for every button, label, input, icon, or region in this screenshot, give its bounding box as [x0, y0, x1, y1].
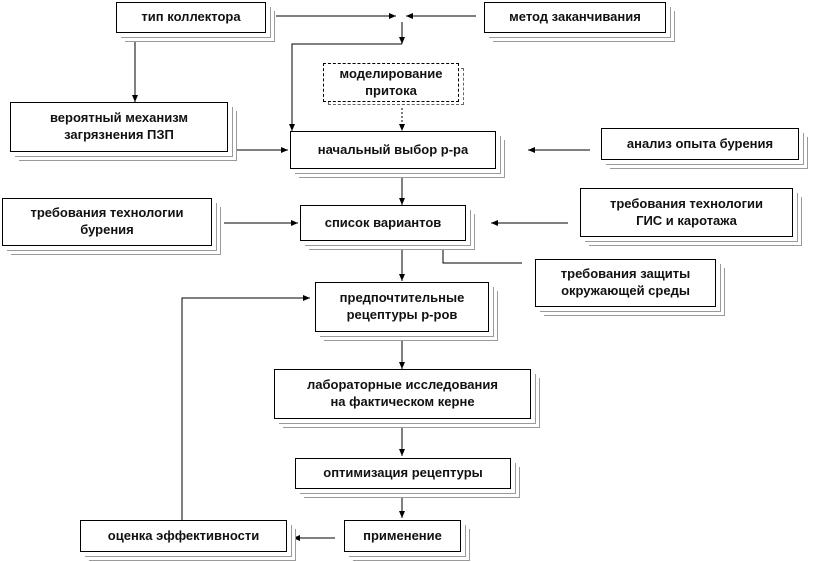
collector-type-box: тип коллектора	[116, 2, 266, 33]
application-box: применение	[344, 520, 461, 552]
logging-requirements-box: требования технологии ГИС и каротажа	[580, 188, 793, 237]
contamination-mechanism-box: вероятный механизм загрязнения ПЗП	[10, 102, 228, 152]
flow-modeling-box: моделирование притока	[323, 63, 459, 102]
drilling-requirements-box: требования технологии бурения	[2, 198, 212, 246]
drilling-requirements-label-2: бурения	[80, 222, 134, 237]
preferred-recipes-label-1: предпочтительные	[339, 290, 465, 306]
arrow-junction-to-selection	[289, 43, 402, 131]
preferred-recipes-box: предпочтительные рецептуры р-ров	[315, 282, 489, 332]
environment-requirements-box: требования защиты окружающей среды	[535, 259, 716, 307]
logging-requirements-label-2: ГИС и каротажа	[636, 212, 737, 228]
lab-studies-label-2: на фактическом керне	[330, 394, 475, 409]
efficiency-evaluation-box: оценка эффективности	[80, 520, 287, 552]
arrow-env-req-to-variants	[440, 242, 522, 264]
contamination-mechanism-label-1: вероятный механизм	[49, 110, 188, 126]
completion-method-label: метод заканчивания	[509, 9, 641, 25]
variants-list-label: список вариантов	[324, 214, 442, 230]
drilling-analysis-label: анализ опыта бурения	[626, 135, 774, 151]
environment-requirements-label-2: окружающей среды	[561, 283, 690, 298]
collector-type-label: тип коллектора	[141, 9, 241, 25]
lab-studies-box: лабораторные исследования на фактическом…	[274, 369, 531, 419]
application-label: применение	[363, 527, 442, 543]
initial-selection-box: начальный выбор р-ра	[290, 131, 496, 169]
optimization-label: оптимизация рецептуры	[323, 465, 483, 481]
environment-requirements-label-1: требования защиты	[560, 266, 691, 282]
flow-modeling-label-2: притока	[365, 82, 417, 98]
preferred-recipes-label-2: рецептуры р-ров	[346, 307, 458, 322]
flow-modeling-label-1: моделирование	[339, 65, 443, 81]
logging-requirements-label-1: требования технологии	[610, 195, 763, 211]
optimization-box: оптимизация рецептуры	[295, 458, 511, 489]
variants-list-box: список вариантов	[300, 205, 466, 241]
completion-method-box: метод заканчивания	[484, 2, 666, 33]
efficiency-evaluation-label: оценка эффективности	[107, 527, 260, 543]
drilling-analysis-box: анализ опыта бурения	[601, 128, 799, 160]
contamination-mechanism-label-2: загрязнения ПЗП	[64, 127, 174, 142]
initial-selection-label: начальный выбор р-ра	[317, 141, 469, 157]
lab-studies-label-1: лабораторные исследования	[307, 377, 498, 393]
arrow-efficiency-feedback	[181, 295, 310, 520]
drilling-requirements-label-1: требования технологии	[30, 205, 184, 221]
